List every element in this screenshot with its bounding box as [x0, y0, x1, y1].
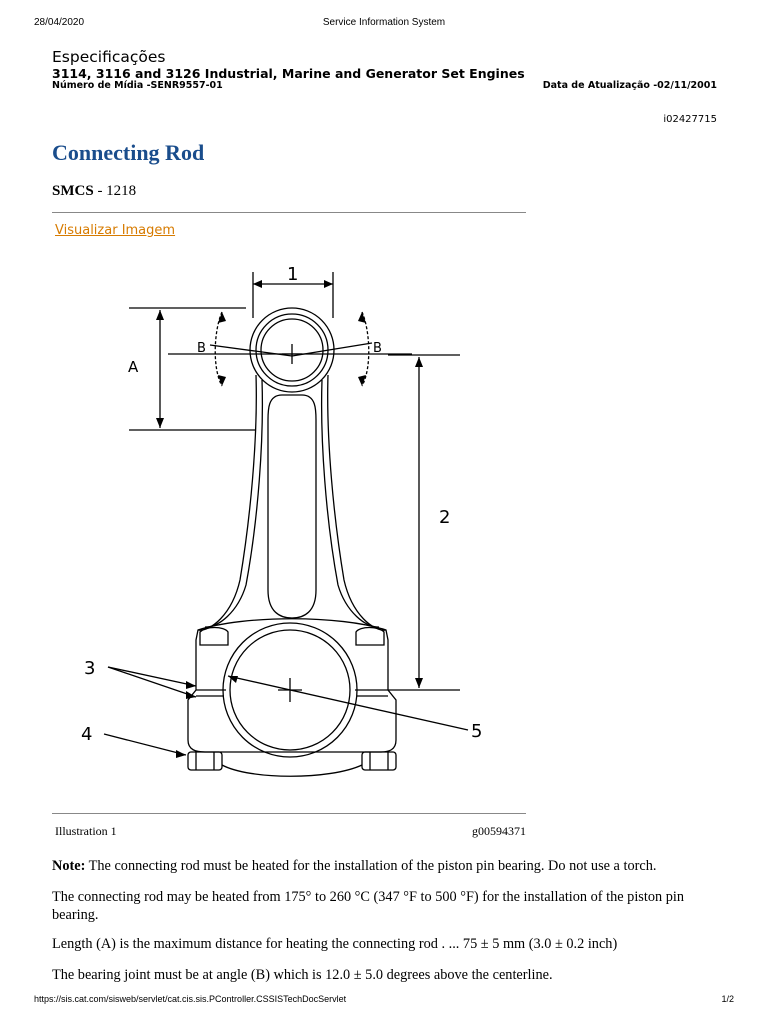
divider-top — [52, 212, 526, 213]
figure-id: g00594371 — [472, 824, 526, 838]
note-text: The connecting rod must be heated for th… — [85, 858, 657, 874]
smcs-label: SMCS — [52, 183, 94, 199]
media-number: Número de Mídia -SENR9557-01 — [52, 80, 223, 91]
label-2: 2 — [439, 507, 450, 528]
document-id: i02427715 — [663, 114, 717, 125]
connecting-rod-illustration: 1 A B B 2 3 4 5 — [81, 264, 482, 777]
note-label: Note: — [52, 858, 86, 874]
note-paragraph: Note: The connecting rod must be heated … — [52, 857, 732, 875]
figure-caption: Illustration 1 — [55, 824, 117, 838]
label-4: 4 — [81, 724, 92, 745]
view-image-link[interactable]: Visualizar Imagem — [55, 223, 176, 238]
page-number: 1/2 — [721, 994, 734, 1004]
document-type: Especificações — [52, 48, 166, 66]
label-b-left: B — [197, 341, 206, 356]
heating-paragraph: The connecting rod may be heated from 17… — [52, 889, 684, 923]
smcs-value: - 1218 — [93, 183, 137, 199]
label-5: 5 — [471, 721, 482, 742]
label-a: A — [128, 358, 139, 376]
document-subtitle: 3114, 3116 and 3126 Industrial, Marine a… — [52, 66, 525, 81]
smcs-code: SMCS - 1218 — [52, 183, 136, 200]
angle-paragraph: The bearing joint must be at angle (B) w… — [52, 967, 553, 983]
label-3: 3 — [84, 658, 95, 679]
label-1: 1 — [287, 264, 298, 285]
footer-url: https://sis.cat.com/sisweb/servlet/cat.c… — [34, 994, 347, 1004]
print-date: 28/04/2020 — [34, 17, 85, 28]
divider-figure — [52, 813, 526, 814]
update-date: Data de Atualização -02/11/2001 — [542, 80, 717, 91]
label-b-right: B — [373, 341, 382, 356]
page-title: Connecting Rod — [52, 140, 205, 165]
print-title: Service Information System — [322, 17, 446, 28]
length-paragraph: Length (A) is the maximum distance for h… — [52, 936, 618, 952]
